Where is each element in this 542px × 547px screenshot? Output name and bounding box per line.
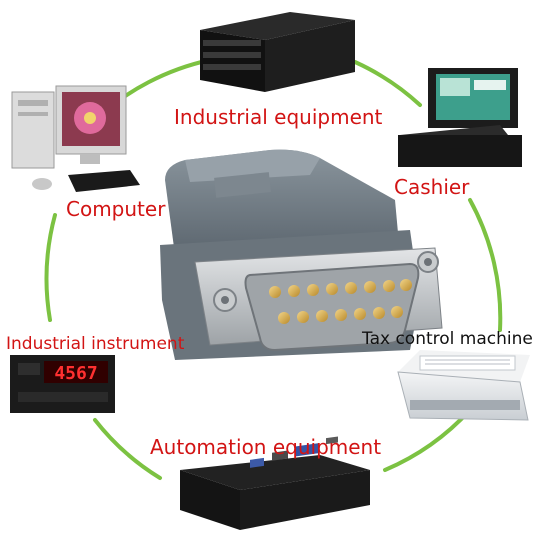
industrial-instrument-image: 4567 xyxy=(10,355,115,413)
label-computer: Computer xyxy=(66,197,166,221)
computer-image xyxy=(11,85,140,192)
tax-control-printer-image xyxy=(397,350,530,421)
cashier-terminal-image xyxy=(398,68,522,167)
db15-connector-image xyxy=(160,149,443,360)
instrument-display-readout: 4567 xyxy=(54,363,97,384)
label-industrial-equipment: Industrial equipment xyxy=(174,105,383,129)
label-industrial-instrument: Industrial instrument xyxy=(6,334,185,354)
label-tax-control-machine: Tax control machine xyxy=(362,329,533,349)
rack-server-image xyxy=(200,12,355,92)
automation-box-pc-image xyxy=(180,436,370,530)
label-automation-equipment: Automation equipment xyxy=(150,435,382,459)
label-cashier: Cashier xyxy=(394,175,470,199)
